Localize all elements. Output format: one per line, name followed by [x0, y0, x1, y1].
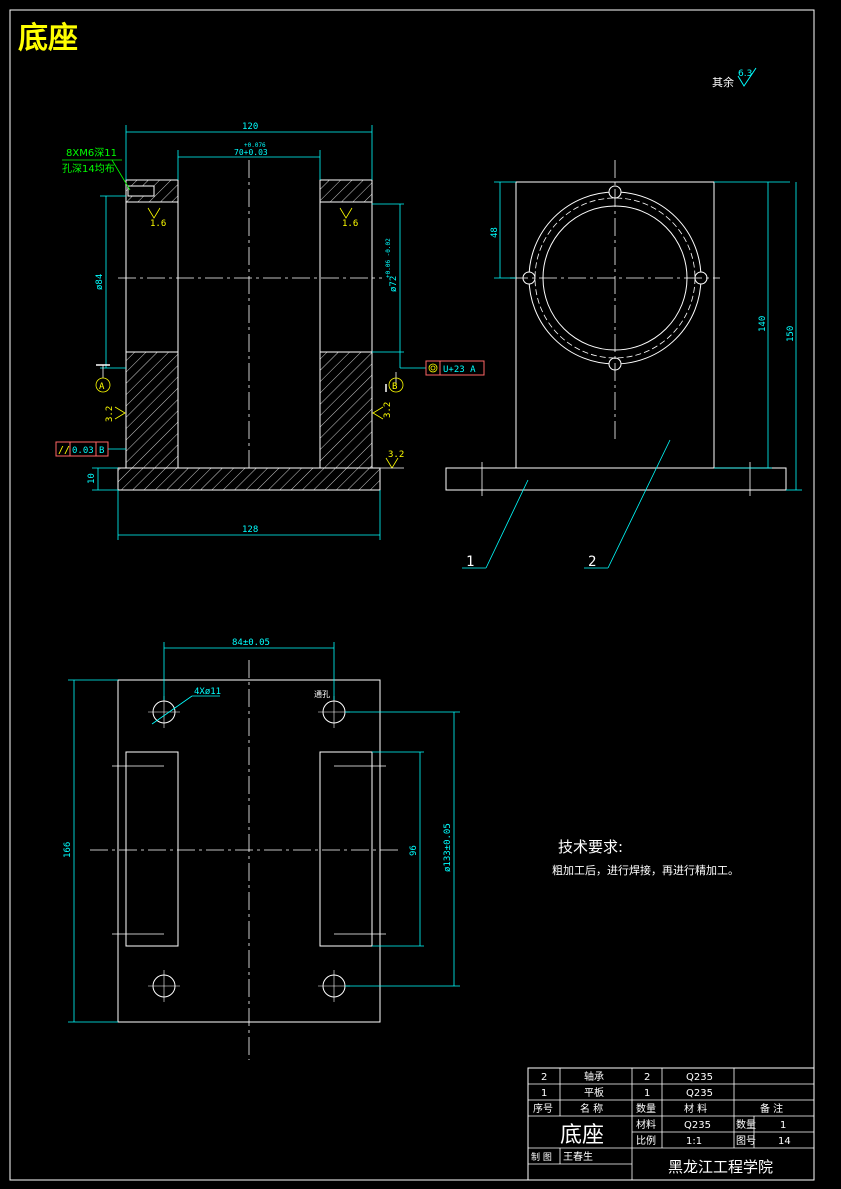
bom-row-2-no: 1: [541, 1088, 547, 1099]
surface-finish-note: 其余 6.3: [712, 67, 757, 89]
drawing-no-label: 图号: [736, 1135, 756, 1147]
dim-140: 140: [758, 316, 768, 332]
drawn-value: 王春生: [563, 1150, 593, 1163]
dim-166: 166: [63, 842, 73, 858]
tapped-hole-note-2: 孔深14均布: [62, 163, 115, 175]
material-label: 材料: [636, 1118, 656, 1131]
base-plate: [117, 467, 381, 491]
quantity-value: 1: [780, 1120, 786, 1131]
bom-header-qty: 数量: [636, 1102, 656, 1115]
dim-inner-tol: +0.06 -0.02: [385, 238, 392, 278]
slot-right: [319, 751, 373, 947]
hatch-right-bottom: [319, 351, 373, 469]
bom-row-2-material: Q235: [686, 1088, 713, 1099]
concentricity-icon: [428, 363, 438, 373]
hole-label: 4Xø11: [194, 687, 221, 697]
bom-row-1-material: Q235: [686, 1072, 713, 1083]
dim-48: 48: [490, 227, 500, 238]
material-value: Q235: [684, 1120, 711, 1131]
drawing-frame: [9, 9, 815, 1181]
roughness-left-mid: 3.2: [105, 406, 115, 422]
bom-header-note: 备 注: [760, 1102, 783, 1115]
concentricity-value: U+23 A: [443, 365, 476, 375]
dim-spacing: 84±0.05: [232, 638, 270, 648]
roughness-right-mid: 3.2: [383, 402, 393, 418]
roughness-left-top: 1.6: [150, 219, 166, 229]
school-name: 黑龙江工程学院: [668, 1158, 773, 1176]
side-base: [445, 467, 787, 491]
dim-133: ø133±0.05: [443, 823, 453, 872]
datum-b: B: [392, 382, 397, 392]
hatch-left-bottom: [125, 351, 179, 469]
drawing-no-value: 14: [778, 1136, 791, 1147]
dim-96: 96: [409, 845, 419, 856]
parallelism-icon: //: [58, 445, 70, 456]
surface-finish-value: 6.3: [738, 69, 752, 79]
part-name: 底座: [560, 1123, 604, 1148]
surface-finish-label: 其余: [712, 75, 734, 89]
dim-inner-dia: ø72: [389, 276, 399, 292]
dim-width-top: 120: [242, 122, 258, 132]
dim-bore: 70+0.03: [234, 148, 268, 157]
tapped-hole-note-1: 8XM6深11: [66, 147, 117, 159]
slot-left: [125, 751, 179, 947]
page-title: 底座: [18, 21, 78, 56]
bom-row-1-no: 2: [541, 1072, 547, 1083]
scale-label: 比例: [636, 1134, 656, 1147]
scale-value: 1:1: [686, 1136, 702, 1147]
hatch-right-top: [319, 179, 373, 203]
parallelism-value: 0.03: [72, 446, 94, 456]
quantity-label: 数量: [736, 1118, 756, 1131]
bom-row-2-qty: 1: [644, 1088, 650, 1099]
datum-a-circle: [95, 377, 111, 393]
dim-150: 150: [786, 326, 796, 342]
roughness-base: 3.2: [388, 450, 404, 460]
dim-base-thickness: 10: [87, 473, 97, 484]
tech-req-text: 粗加工后，进行焊接，再进行精加工。: [552, 863, 739, 877]
bom-row-1-qty: 2: [644, 1072, 650, 1083]
datum-b-circle: [388, 377, 404, 393]
front-section-view: 120 70+0.03 +0.076 8XM6深11 孔深14均布 1.6 1.…: [55, 122, 485, 540]
datum-a: A: [99, 382, 105, 392]
hole-note: 通孔: [314, 689, 330, 699]
bom-header-material: 材 料: [684, 1102, 707, 1115]
roughness-symbol-icon: [737, 67, 757, 87]
roughness-right-top: 1.6: [342, 219, 358, 229]
dim-outer-dia: ø84: [95, 274, 105, 290]
parallelism-datum: B: [99, 446, 104, 456]
title-block: 2 轴承 2 Q235 1 平板 1 Q235 序号 名 称 数量 材 料 备 …: [527, 1067, 815, 1181]
dim-bore-tol: +0.076: [244, 142, 266, 149]
bom-header-name: 名 称: [580, 1102, 603, 1115]
balloon-1: 1: [466, 554, 474, 570]
drawn-label: 制 图: [531, 1151, 552, 1163]
side-view: 48 140 150 1 2: [445, 160, 802, 570]
dim-base-width: 128: [242, 525, 258, 535]
tapped-hole: [127, 185, 155, 197]
balloon-2: 2: [588, 554, 596, 570]
bom-row-1-name: 轴承: [584, 1070, 604, 1083]
bom-header-no: 序号: [533, 1102, 553, 1115]
tech-req-heading: 技术要求:: [558, 838, 623, 856]
top-view: 84±0.05 4Xø11 通孔 166 96 ø133±0.05: [63, 638, 460, 1060]
bom-row-2-name: 平板: [584, 1086, 604, 1099]
